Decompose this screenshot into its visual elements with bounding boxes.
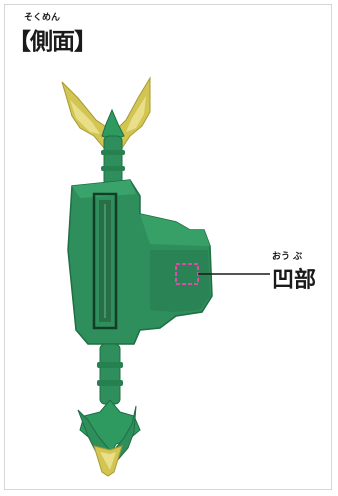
title-ruby: そくめん [24,13,61,23]
top-gold-crest [61,76,151,149]
main-body [67,179,213,345]
top-shaft [103,135,123,187]
bottom-shaft [99,343,121,405]
bottom-crest [77,399,141,477]
recess-label: 凹部 [272,268,317,293]
callout-ruby: おう ぶ [272,252,303,262]
page-title: 【側面】 [8,29,97,55]
image-frame [4,4,332,490]
